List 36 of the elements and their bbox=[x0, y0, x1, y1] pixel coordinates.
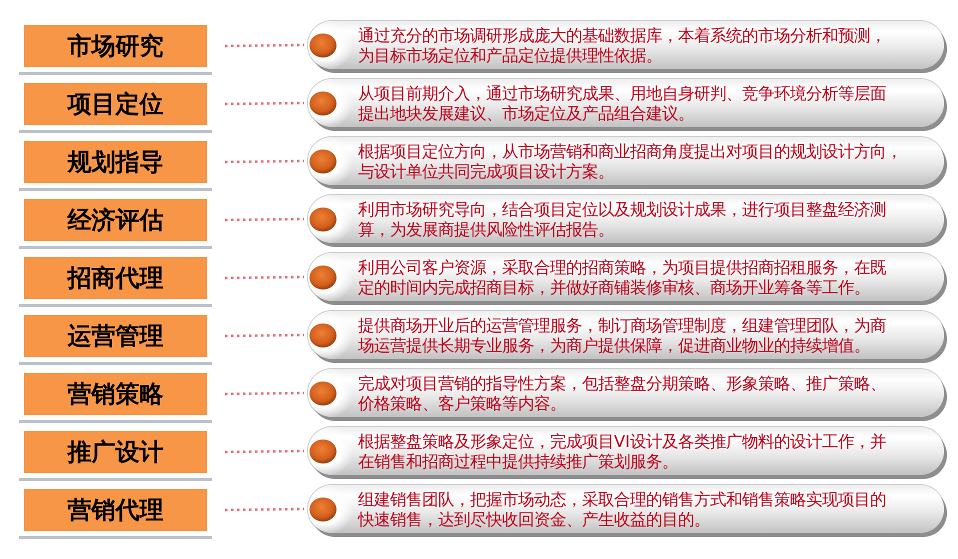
category-box: 市场研究 bbox=[24, 25, 207, 67]
description-text: 根据项目定位方向，从市场营销和商业招商角度提出对项目的规划设计方向，与设计单位共同完成项目设计方案。 bbox=[358, 142, 903, 182]
description-text: 通过充分的市场调研形成庞大的基础数据库，本着系统的市场分析和预测，为目标市场定位和产品定位提供理性依据。 bbox=[358, 26, 887, 66]
description-pill bbox=[308, 485, 944, 533]
description-text: 从项目前期介入，通过市场研究成果、用地自身研判、竞争环境分析等层面提出地块发展建议、市场定位及产品组合建议。 bbox=[358, 84, 887, 124]
description-pill bbox=[308, 195, 944, 243]
dotted-connector bbox=[224, 508, 304, 512]
description-text: 利用市场研究导向，结合项目定位以及规划设计成果，进行项目整盘经济测算，为发展商提供风险性评估报告。 bbox=[358, 200, 887, 240]
description-text: 完成对项目营销的指导性方案，包括整盘分期策略、形象策略、推广策略、价格策略、客户策略等内容。 bbox=[358, 374, 887, 414]
description-pill bbox=[308, 79, 944, 127]
dotted-connector bbox=[224, 218, 304, 222]
category-box: 经济评估 bbox=[24, 199, 207, 241]
dotted-connector bbox=[224, 276, 304, 280]
description-pill bbox=[308, 21, 944, 69]
dotted-connector bbox=[224, 160, 304, 164]
category-box: 规划指导 bbox=[24, 141, 207, 183]
description-pill bbox=[308, 137, 944, 185]
description-text: 提供商场开业后的运营管理服务，制订商场管理制度，组建管理团队，为商场运营提供长期专业服务，为商户提供保障，促进商业物业的持续增值。 bbox=[358, 316, 887, 356]
description-pill bbox=[308, 369, 944, 417]
description-text: 利用公司客户资源，采取合理的招商策略，为项目提供招商招租服务，在既定的时间内完成招商目标，并做好商铺装修审核、商场开业筹备等工作。 bbox=[358, 258, 888, 298]
description-pill bbox=[308, 253, 944, 301]
dotted-connector bbox=[224, 392, 304, 396]
category-box: 招商代理 bbox=[24, 257, 207, 299]
description-text: 根据整盘策略及形象定位，完成项目VI设计及各类推广物料的设计工作，并在销售和招商过程中提供持续推广策划服务。 bbox=[358, 432, 887, 472]
description-pill bbox=[308, 311, 944, 359]
description-pill bbox=[308, 427, 944, 475]
description-text: 组建销售团队，把握市场动态，采取合理的销售方式和销售策略实现项目的快速销售，达到尽快收回资金、产生收益的目的。 bbox=[358, 490, 887, 530]
category-box: 推广设计 bbox=[24, 431, 207, 473]
dotted-connector bbox=[224, 450, 304, 454]
category-box: 营销策略 bbox=[24, 373, 207, 415]
dotted-connector bbox=[224, 102, 304, 106]
dotted-connector bbox=[224, 44, 304, 48]
dotted-connector bbox=[224, 334, 304, 338]
category-box: 项目定位 bbox=[24, 83, 207, 125]
category-box: 营销代理 bbox=[24, 489, 207, 531]
category-box: 运营管理 bbox=[24, 315, 207, 357]
